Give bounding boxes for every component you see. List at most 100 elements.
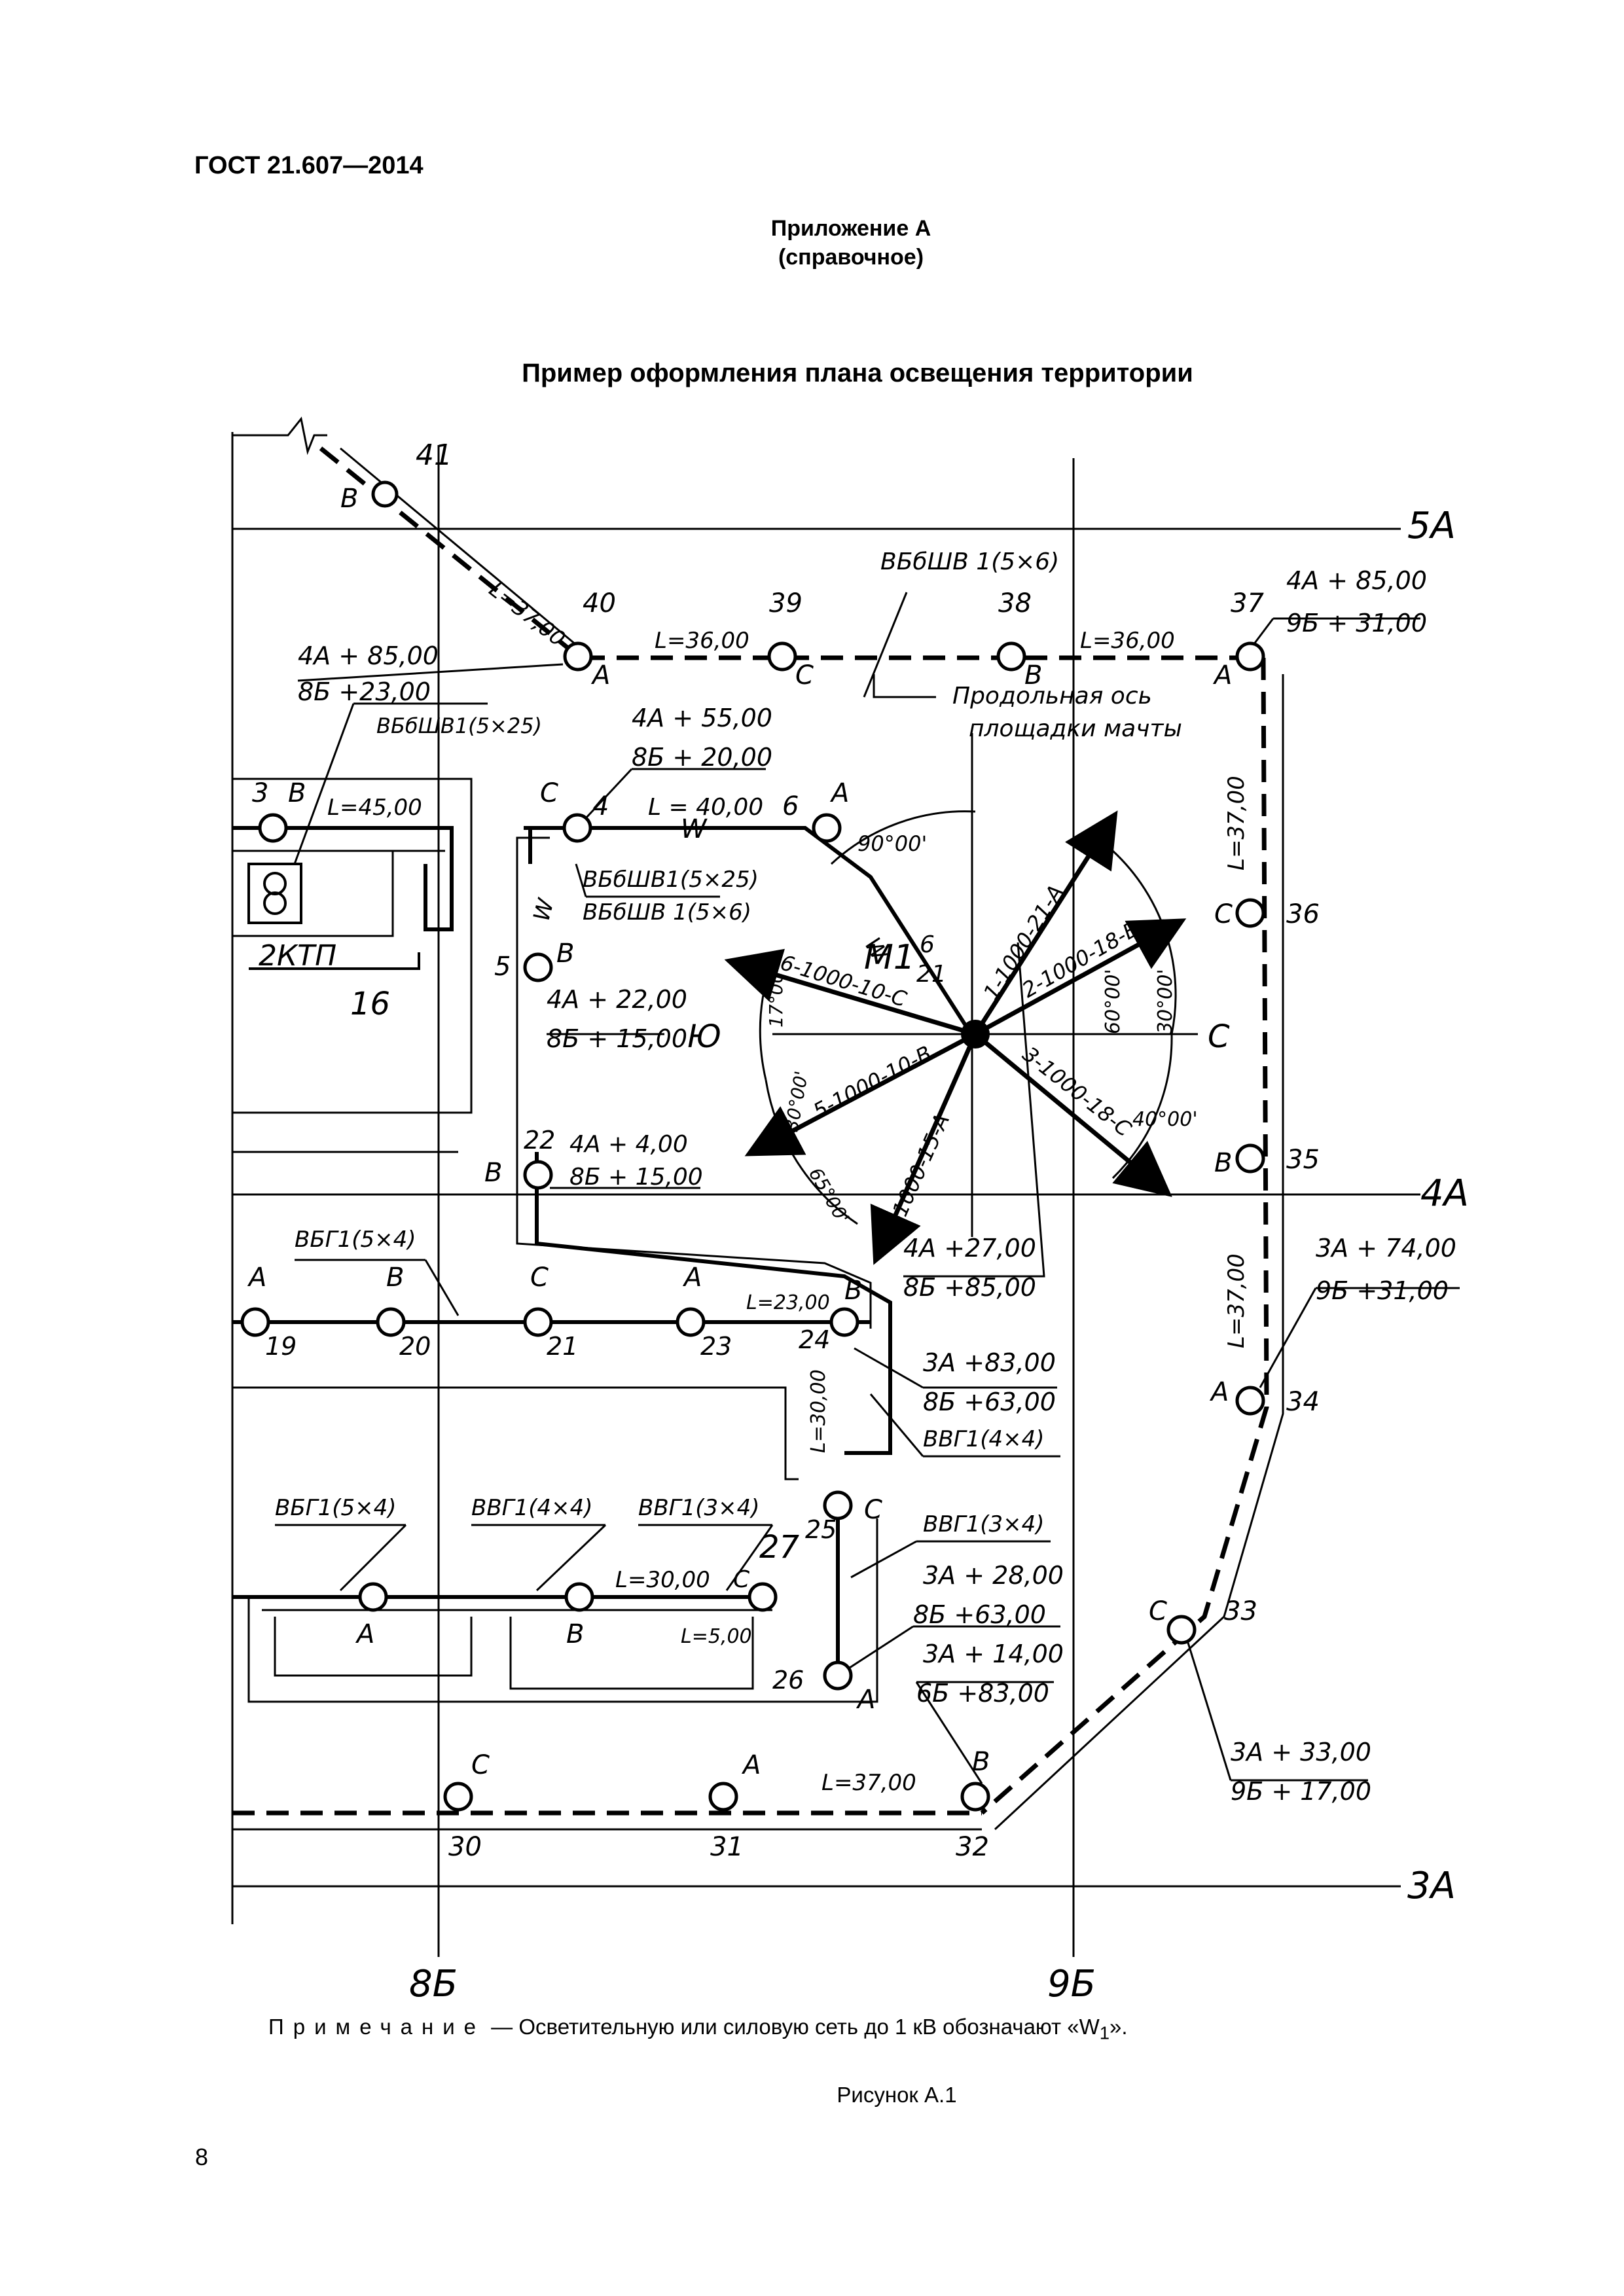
cable-vvg-3x4-right: ВВГ1(3×4) (923, 1511, 1045, 1537)
pole-24: 24 (799, 1325, 830, 1354)
cable-vvg-4x4-right: ВВГ1(4×4) (923, 1426, 1045, 1452)
pole-35: 35 (1286, 1145, 1320, 1175)
phase-c-39: C (795, 660, 814, 691)
coord-33-top: 3А + 33,00 (1231, 1738, 1371, 1767)
pole-30: 30 (448, 1832, 482, 1862)
coordinate-labels: 4А + 85,00 9Б + 31,00 4А + 85,00 8Б +23,… (298, 566, 1456, 1806)
pole-31: 31 (710, 1832, 744, 1862)
building-number: 16 (350, 986, 390, 1022)
page-number: 8 (195, 2144, 209, 2170)
note-text-before: Осветительную или силовую сеть до 1 кВ о… (518, 2015, 1100, 2039)
length-24-25: L=30,00 (807, 1369, 830, 1453)
ray-4: 4-1000-15-А (879, 1110, 955, 1239)
coord-34-bottom: 9Б +31,00 (1316, 1276, 1449, 1305)
phase-a-26: A (856, 1685, 875, 1715)
coord-37-top: 4А + 85,00 (1286, 566, 1427, 595)
inner-network (232, 826, 977, 1676)
cable-vvg-5x4-top: ВБГ1(5×4) (295, 1227, 416, 1253)
phase-c-25: C (864, 1495, 882, 1525)
axis-lines (231, 416, 1420, 1957)
length-4-6: L = 40,00 (648, 794, 763, 821)
pole-markers (240, 480, 1265, 1812)
phase-c-4: C (540, 778, 558, 808)
pole-38: 38 (998, 588, 1032, 619)
angle-30: 30°00' (1154, 969, 1177, 1034)
length-31-32: L=37,00 (821, 1770, 916, 1796)
ray-3: 3-1000-18-С (1018, 1041, 1136, 1141)
mast-axis-label-2: площадки мачты (969, 715, 1182, 742)
length-37-36: L=37,00 (1223, 776, 1250, 870)
cable-vbshv-5x6-top: ВБбШВ 1(5×6) (880, 548, 1059, 575)
phase-b-38: B (1024, 660, 1042, 691)
angle-40: 40°00' (1132, 1108, 1198, 1131)
phase-c-30: C (471, 1750, 490, 1780)
angle-17: 17°00' (765, 967, 787, 1028)
pole-32: 32 (956, 1832, 989, 1862)
phase-c-21: C (530, 1263, 549, 1293)
note-label: Примечание (268, 2015, 486, 2039)
pole-27: 27 (759, 1529, 800, 1566)
pole-25: 25 (805, 1515, 837, 1544)
pole-20: 20 (399, 1332, 431, 1361)
pole-6: 6 (782, 791, 799, 821)
phase-c-27: C (733, 1566, 750, 1593)
phase-a-23: A (682, 1263, 702, 1293)
figure-caption: Рисунок А.1 (837, 2083, 957, 2107)
axis-label-3a: 3A (1407, 1865, 1456, 1907)
cable-vbshv-5x25-left: ВБбШВ1(5×25) (376, 713, 542, 738)
phase-a-31: A (741, 1750, 761, 1780)
phase-a-34: A (1209, 1377, 1229, 1407)
coord-26-top: 3А + 28,00 (923, 1561, 1064, 1590)
mast-m1 (724, 733, 1198, 1265)
coord-mast-bottom: 8Б +85,00 (903, 1273, 1036, 1302)
feeder-w1-a: W (681, 814, 708, 844)
coord-32-bottom: 6Б +83,00 (916, 1679, 1049, 1708)
axis-label-9b: 9Б (1047, 1963, 1096, 2005)
mast-center-icon (961, 1020, 990, 1049)
pole-3: 3 (252, 778, 268, 808)
length-labels: L=37,00 L=36,00 L=36,00 L=37,00 L=37,00 … (327, 577, 1250, 1796)
coord-22-bottom: 8Б + 15,00 (569, 1164, 703, 1191)
coord-26-bottom: 8Б +63,00 (913, 1600, 1046, 1629)
phase-b-32: B (972, 1747, 990, 1777)
standard-header: ГОСТ 21.607—2014 (194, 152, 424, 179)
coord-37-bottom: 9Б + 31,00 (1286, 609, 1427, 637)
outer-network (232, 446, 1269, 1816)
coord-34-top: 3А + 74,00 (1316, 1234, 1456, 1263)
coord-22-top: 4А + 4,00 (569, 1131, 688, 1158)
pole-40: 40 (583, 588, 616, 619)
length-35-34: L=37,00 (1223, 1253, 1250, 1348)
cable-vvg-4x4-bottom: ВВГ1(4×4) (471, 1495, 593, 1521)
coord-40-top: 4А + 85,00 (298, 641, 439, 670)
phase-c-33: C (1149, 1596, 1167, 1626)
axis-label-8b: 8Б (409, 1963, 458, 2005)
pole-39: 39 (769, 588, 803, 619)
note-subscript: 1 (1099, 2022, 1110, 2043)
pole-numbers: 41 40 39 38 37 36 35 34 33 32 31 30 3 4 … (252, 439, 1320, 1862)
cable-vvg-3x4-bottom: ВВГ1(3×4) (638, 1495, 760, 1521)
pole-36: 36 (1286, 899, 1320, 929)
feeder-w1-b: W (528, 895, 560, 924)
direction-south: Ю (687, 1018, 721, 1055)
mast-axis-label-1: Продольная ось (952, 683, 1152, 709)
coord-5-bottom: 8Б + 15,00 (547, 1024, 687, 1053)
phase-a-row: A (355, 1619, 374, 1649)
coord-mast-top: 4А +27,00 (903, 1234, 1036, 1263)
angle-90: 90°00' (857, 831, 927, 856)
appendix-subtitle: (справочное) (778, 245, 924, 270)
length-row-27: L=30,00 (615, 1567, 710, 1593)
length-38-37: L=36,00 (1080, 628, 1175, 654)
phase-a-40: A (590, 660, 610, 691)
phase-a-19: A (247, 1263, 266, 1293)
direction-north: С (1208, 1018, 1230, 1055)
cable-vvg-5x4-bottom: ВБГ1(5×4) (275, 1495, 397, 1521)
phase-b-24: B (844, 1276, 862, 1306)
coord-4-top: 4А + 55,00 (632, 704, 772, 732)
ktp-transformer (247, 863, 420, 970)
cable-vbshv-5x25-mid: ВБбШВ1(5×25) (583, 867, 759, 893)
pole-5: 5 (494, 952, 511, 982)
mast-name: М1 (864, 938, 915, 977)
pole-23: 23 (700, 1332, 732, 1361)
axis-label-4a: 4A (1420, 1172, 1469, 1215)
